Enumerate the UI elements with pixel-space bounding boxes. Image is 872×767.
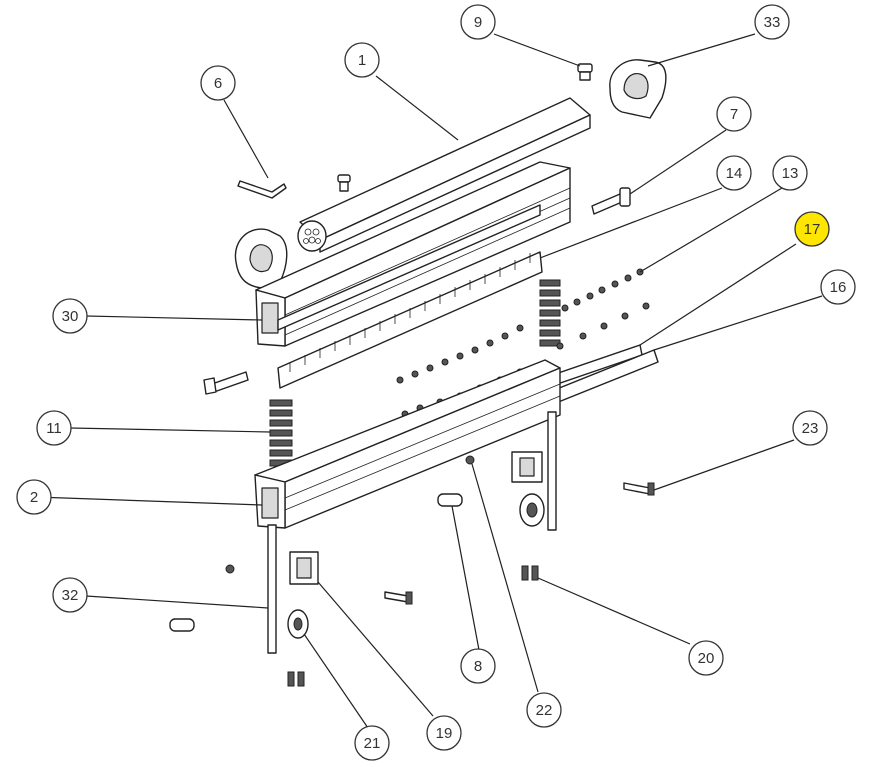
part-wheel-left: [287, 609, 309, 639]
part-rod-right: [547, 411, 557, 531]
part-lower-extrusion: [254, 359, 561, 529]
part-handle-right: [609, 59, 667, 119]
part-nut-22: [465, 455, 475, 465]
part-wheel-right: [519, 493, 545, 527]
part-set-screws-21: [287, 671, 305, 687]
callout-1: 1: [344, 42, 380, 78]
part-pin-left: [169, 618, 195, 632]
svg-text:22: 22: [536, 702, 553, 719]
part-bolt-left: [203, 371, 249, 395]
svg-text:17: 17: [804, 221, 821, 238]
callout-8: 8: [460, 648, 496, 684]
part-bolt-top: [591, 187, 631, 215]
callout-13: 13: [772, 155, 808, 191]
callout-30: 30: [52, 298, 88, 334]
callout-22: 22: [526, 692, 562, 728]
callout-6: 6: [200, 65, 236, 101]
svg-text:1: 1: [358, 52, 366, 69]
part-set-screws-20: [521, 565, 539, 581]
parts-drawing: [169, 59, 667, 687]
part-small-screw: [577, 63, 593, 81]
svg-text:11: 11: [46, 420, 62, 437]
svg-text:16: 16: [830, 279, 847, 296]
callout-23: 23: [792, 410, 828, 446]
callout-19: 19: [426, 715, 462, 751]
callout-21: 21: [354, 725, 390, 761]
svg-text:21: 21: [364, 735, 381, 752]
callout-14: 14: [716, 155, 752, 191]
callout-20: 20: [688, 640, 724, 676]
svg-text:13: 13: [782, 165, 799, 182]
callout-7: 7: [716, 96, 752, 132]
callout-33: 33: [754, 4, 790, 40]
part-bracket-left: [289, 551, 319, 585]
callout-32: 32: [52, 577, 88, 613]
part-nut-left: [225, 564, 235, 574]
svg-text:8: 8: [474, 658, 482, 675]
part-bracket-right: [511, 451, 543, 483]
callout-16: 16: [820, 269, 856, 305]
svg-text:14: 14: [726, 165, 743, 182]
callout-2: 2: [16, 479, 52, 515]
svg-text:2: 2: [30, 489, 38, 506]
callouts: 1 2 6 7 8 9 11 13: [16, 4, 856, 761]
part-screw-mid: [384, 591, 413, 605]
part-tube: [297, 97, 591, 253]
svg-text:30: 30: [62, 308, 79, 325]
part-rod-left: [267, 524, 277, 654]
callout-9: 9: [460, 4, 496, 40]
svg-text:32: 32: [62, 587, 79, 604]
svg-text:7: 7: [730, 106, 738, 123]
part-pin-8: [437, 493, 463, 507]
svg-text:20: 20: [698, 650, 715, 667]
svg-text:9: 9: [474, 14, 482, 31]
callout-17: 17: [794, 211, 830, 247]
svg-text:23: 23: [802, 420, 819, 437]
part-l-key: [237, 180, 287, 199]
svg-text:33: 33: [764, 14, 781, 31]
part-small-screw-b: [337, 174, 351, 192]
part-comb-blade: [277, 204, 543, 389]
part-spring-right: [539, 279, 561, 347]
part-handle-left: [234, 228, 288, 289]
svg-text:19: 19: [436, 725, 453, 742]
svg-text:6: 6: [214, 75, 222, 92]
leader-lines: [35, 33, 823, 729]
callout-11: 11: [36, 410, 72, 446]
part-screw-23: [623, 482, 655, 496]
